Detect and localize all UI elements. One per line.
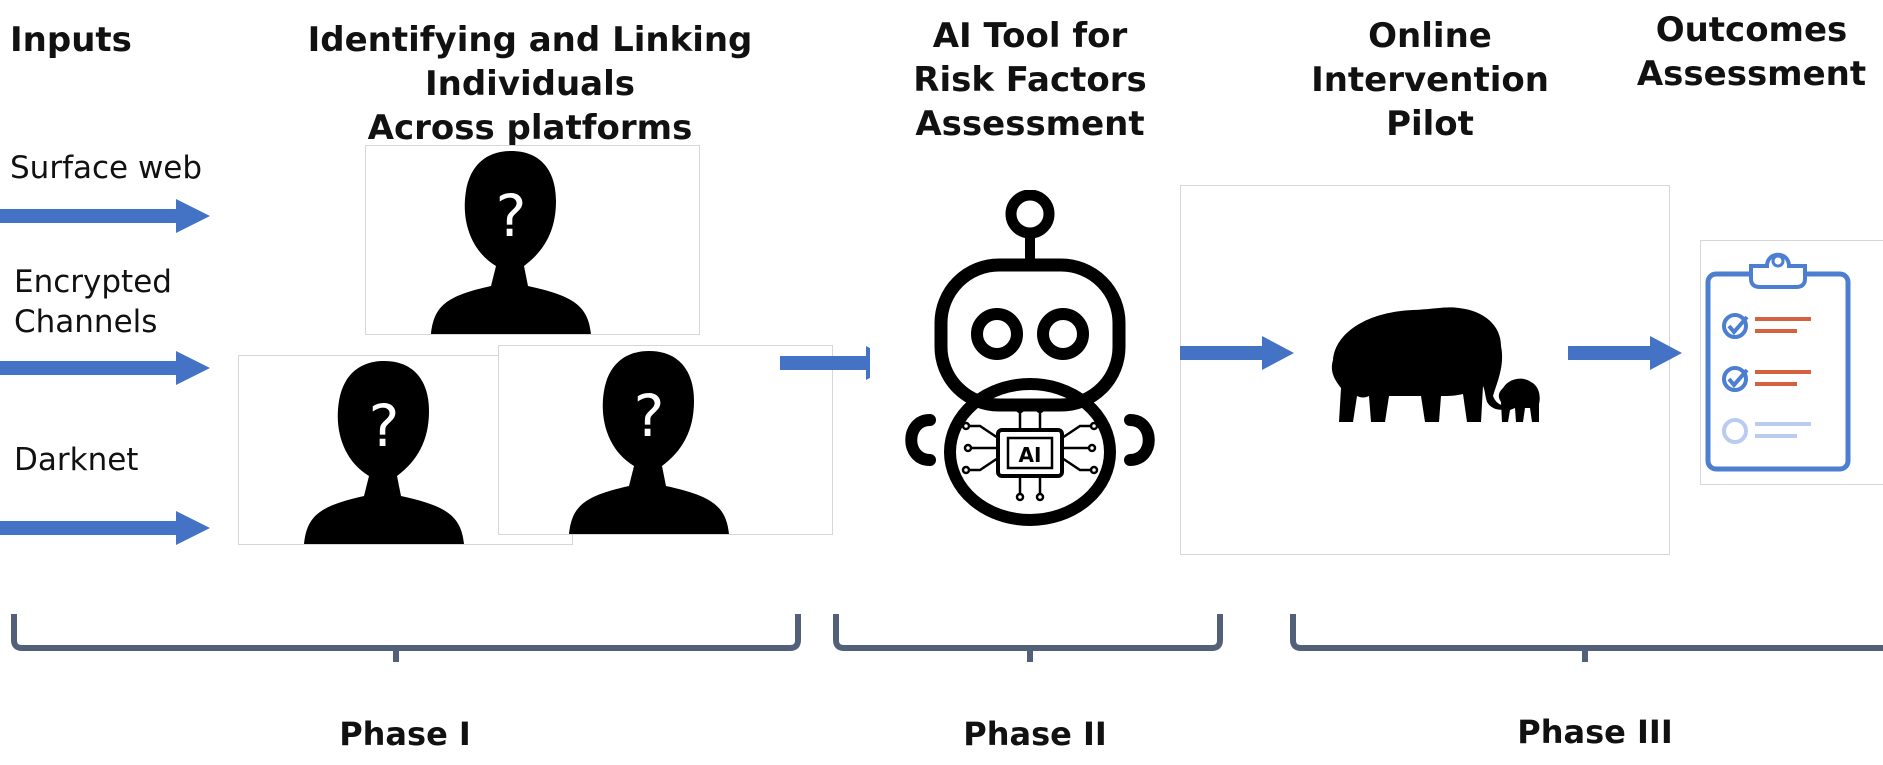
identify-header-line1: Identifying and Linking Individuals [307,20,753,104]
online-header-line2: Intervention [1311,60,1549,100]
outcomes-header-line1: Outcomes [1655,10,1848,50]
encrypted-label-line2: Channels [14,304,158,340]
unknown-person-icon: ? [431,151,591,334]
unknown-person-icon: ? [569,351,729,534]
ai-tool-header: AI Tool for Risk Factors Assessment [880,14,1180,146]
unknown-person-icon: ? [304,361,464,544]
checklist-clipboard-icon [1705,252,1851,472]
to-intervention-arrow [1180,336,1294,370]
identify-header: Identifying and Linking Individuals Acro… [200,18,860,150]
online-header-line1: Online [1368,16,1492,56]
ai-chip-label: AI [1019,443,1042,467]
encrypted-label-line1: Encrypted [14,264,172,300]
elephant-icon [1331,307,1540,422]
person-card-bottom-right: ? [498,345,833,535]
svg-text:?: ? [496,182,527,250]
surface-web-label: Surface web [10,150,203,186]
clipboard-card [1700,240,1883,485]
inputs-header: Inputs [10,20,132,60]
svg-text:?: ? [634,382,665,450]
ai-tool-header-line2: Risk Factors [913,60,1147,100]
to-ai-tool-arrow [780,346,898,380]
svg-text:?: ? [369,392,400,460]
darknet-arrow [0,511,210,545]
online-intervention-header: Online Intervention Pilot [1300,14,1560,146]
outcomes-header: Outcomes Assessment [1620,8,1883,96]
ai-tool-header-line3: Assessment [915,104,1145,144]
darknet-label: Darknet [14,442,139,478]
phase1-label: Phase I [339,715,471,753]
to-outcomes-arrow [1568,336,1682,370]
phase1-bracket [11,614,801,662]
phase3-label: Phase III [1517,713,1673,751]
online-header-line3: Pilot [1386,104,1474,144]
identify-header-line2: Across platforms [367,108,693,148]
ai-robot-icon: AI [905,189,1155,526]
ai-tool-header-line1: AI Tool for [932,16,1128,56]
phase3-bracket [1290,614,1883,662]
ai-robot-card: AI [870,189,1160,530]
encrypted-channels-label: Encrypted Channels [14,262,172,342]
person-card-top: ? [365,145,700,335]
phase2-label: Phase II [963,715,1107,753]
encrypted-channels-arrow [0,351,210,385]
phase2-bracket [833,614,1223,662]
outcomes-header-line2: Assessment [1636,54,1867,94]
surface-web-arrow [0,199,210,233]
